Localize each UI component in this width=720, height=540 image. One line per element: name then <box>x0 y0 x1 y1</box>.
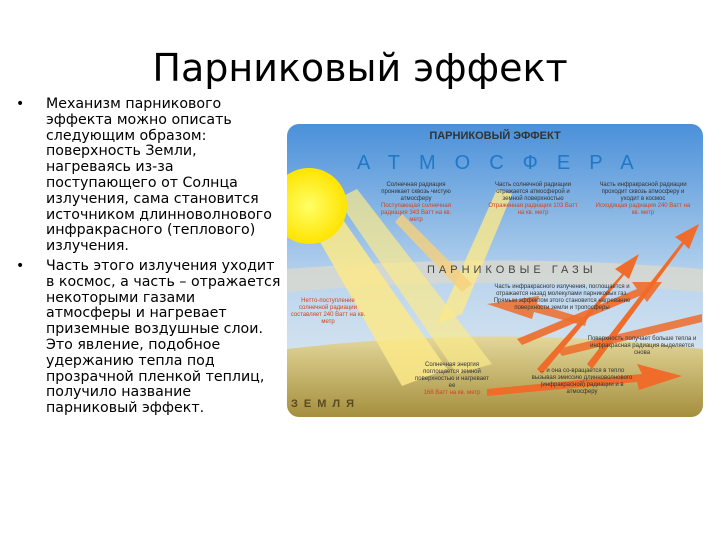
heat-arrow-surface <box>487 364 682 396</box>
atmosphere-label: АТМОСФЕРА <box>357 152 653 174</box>
ir-arrow-back <box>487 296 587 326</box>
bullet-item: • Механизм парникового эффекта можно опи… <box>14 96 284 255</box>
bullet-list: • Механизм парникового эффекта можно опи… <box>14 96 284 421</box>
solar-energy-text: Солнечная энергия поглощается земной пов… <box>415 362 489 389</box>
bullet-text: Часть этого излучения уходит в космос, а… <box>46 257 281 417</box>
slide-title: Парниковый эффект <box>152 46 568 90</box>
bullet-item: • Часть этого излучения уходит в космос,… <box>14 257 284 417</box>
solar-energy-label: Солнечная энергия поглощается земной пов… <box>412 362 492 397</box>
greenhouse-diagram: ПАРНИКОВЫЙ ЭФФЕКТ АТМОСФЕРА ПАРНИКОВЫЕ Г… <box>287 124 703 417</box>
net-in-label: Нетто-поступление солнечной радиации сос… <box>290 298 366 325</box>
ir-out-label: Часть инфракрасной радиации проходит скв… <box>593 182 693 217</box>
ir-out-value: Исходящая радиация 240 Ватт на кв. метр <box>595 203 691 216</box>
diagram-graphic <box>287 124 703 417</box>
reflected-value: Отраженная радиация 103 Ватт на кв. метр <box>488 203 578 216</box>
ir-out-text: Часть инфракрасной радиации проходит скв… <box>599 182 687 202</box>
solar-in-label: Солнечная радиация проникает сквозь чист… <box>377 182 455 224</box>
reflected-text: Часть солнечной радиации отражается атмо… <box>495 182 571 202</box>
solar-ray-2 <box>337 189 492 374</box>
reflected-label: Часть солнечной радиации отражается атмо… <box>487 182 579 217</box>
gases-label: ПАРНИКОВЫЕ ГАЗЫ <box>427 264 597 276</box>
earth-label: ЗЕМЛЯ <box>291 398 361 410</box>
sun-icon <box>287 168 347 244</box>
solar-ray-1 <box>307 204 447 386</box>
bullet-icon: • <box>16 96 25 112</box>
solar-in-text: Солнечная радиация проникает сквозь чист… <box>381 182 451 202</box>
ir-absorbed-label: Часть инфракрасного излучения, поглощает… <box>493 284 631 311</box>
ir-arrow-4 <box>557 314 702 356</box>
surface-gain-label: Поверхность получает больше тепла и инфр… <box>587 336 697 356</box>
bullet-text: Механизм парникового эффекта можно описа… <box>46 96 272 255</box>
solar-energy-value: 168 Ватт на кв. метр <box>423 390 481 396</box>
converted-label: ... и она со-вращается в тепло вызывая э… <box>531 368 633 395</box>
solar-in-value: Поступающая солнечная радиация 343 Ватт … <box>380 203 452 223</box>
diagram-title: ПАРНИКОВЫЙ ЭФФЕКТ <box>429 130 561 142</box>
reflected-ray-2 <box>395 214 472 292</box>
ir-arrow-3 <box>517 282 662 345</box>
reflected-ray <box>437 189 512 324</box>
bullet-icon: • <box>16 257 25 274</box>
ir-arrow-2 <box>587 224 699 369</box>
